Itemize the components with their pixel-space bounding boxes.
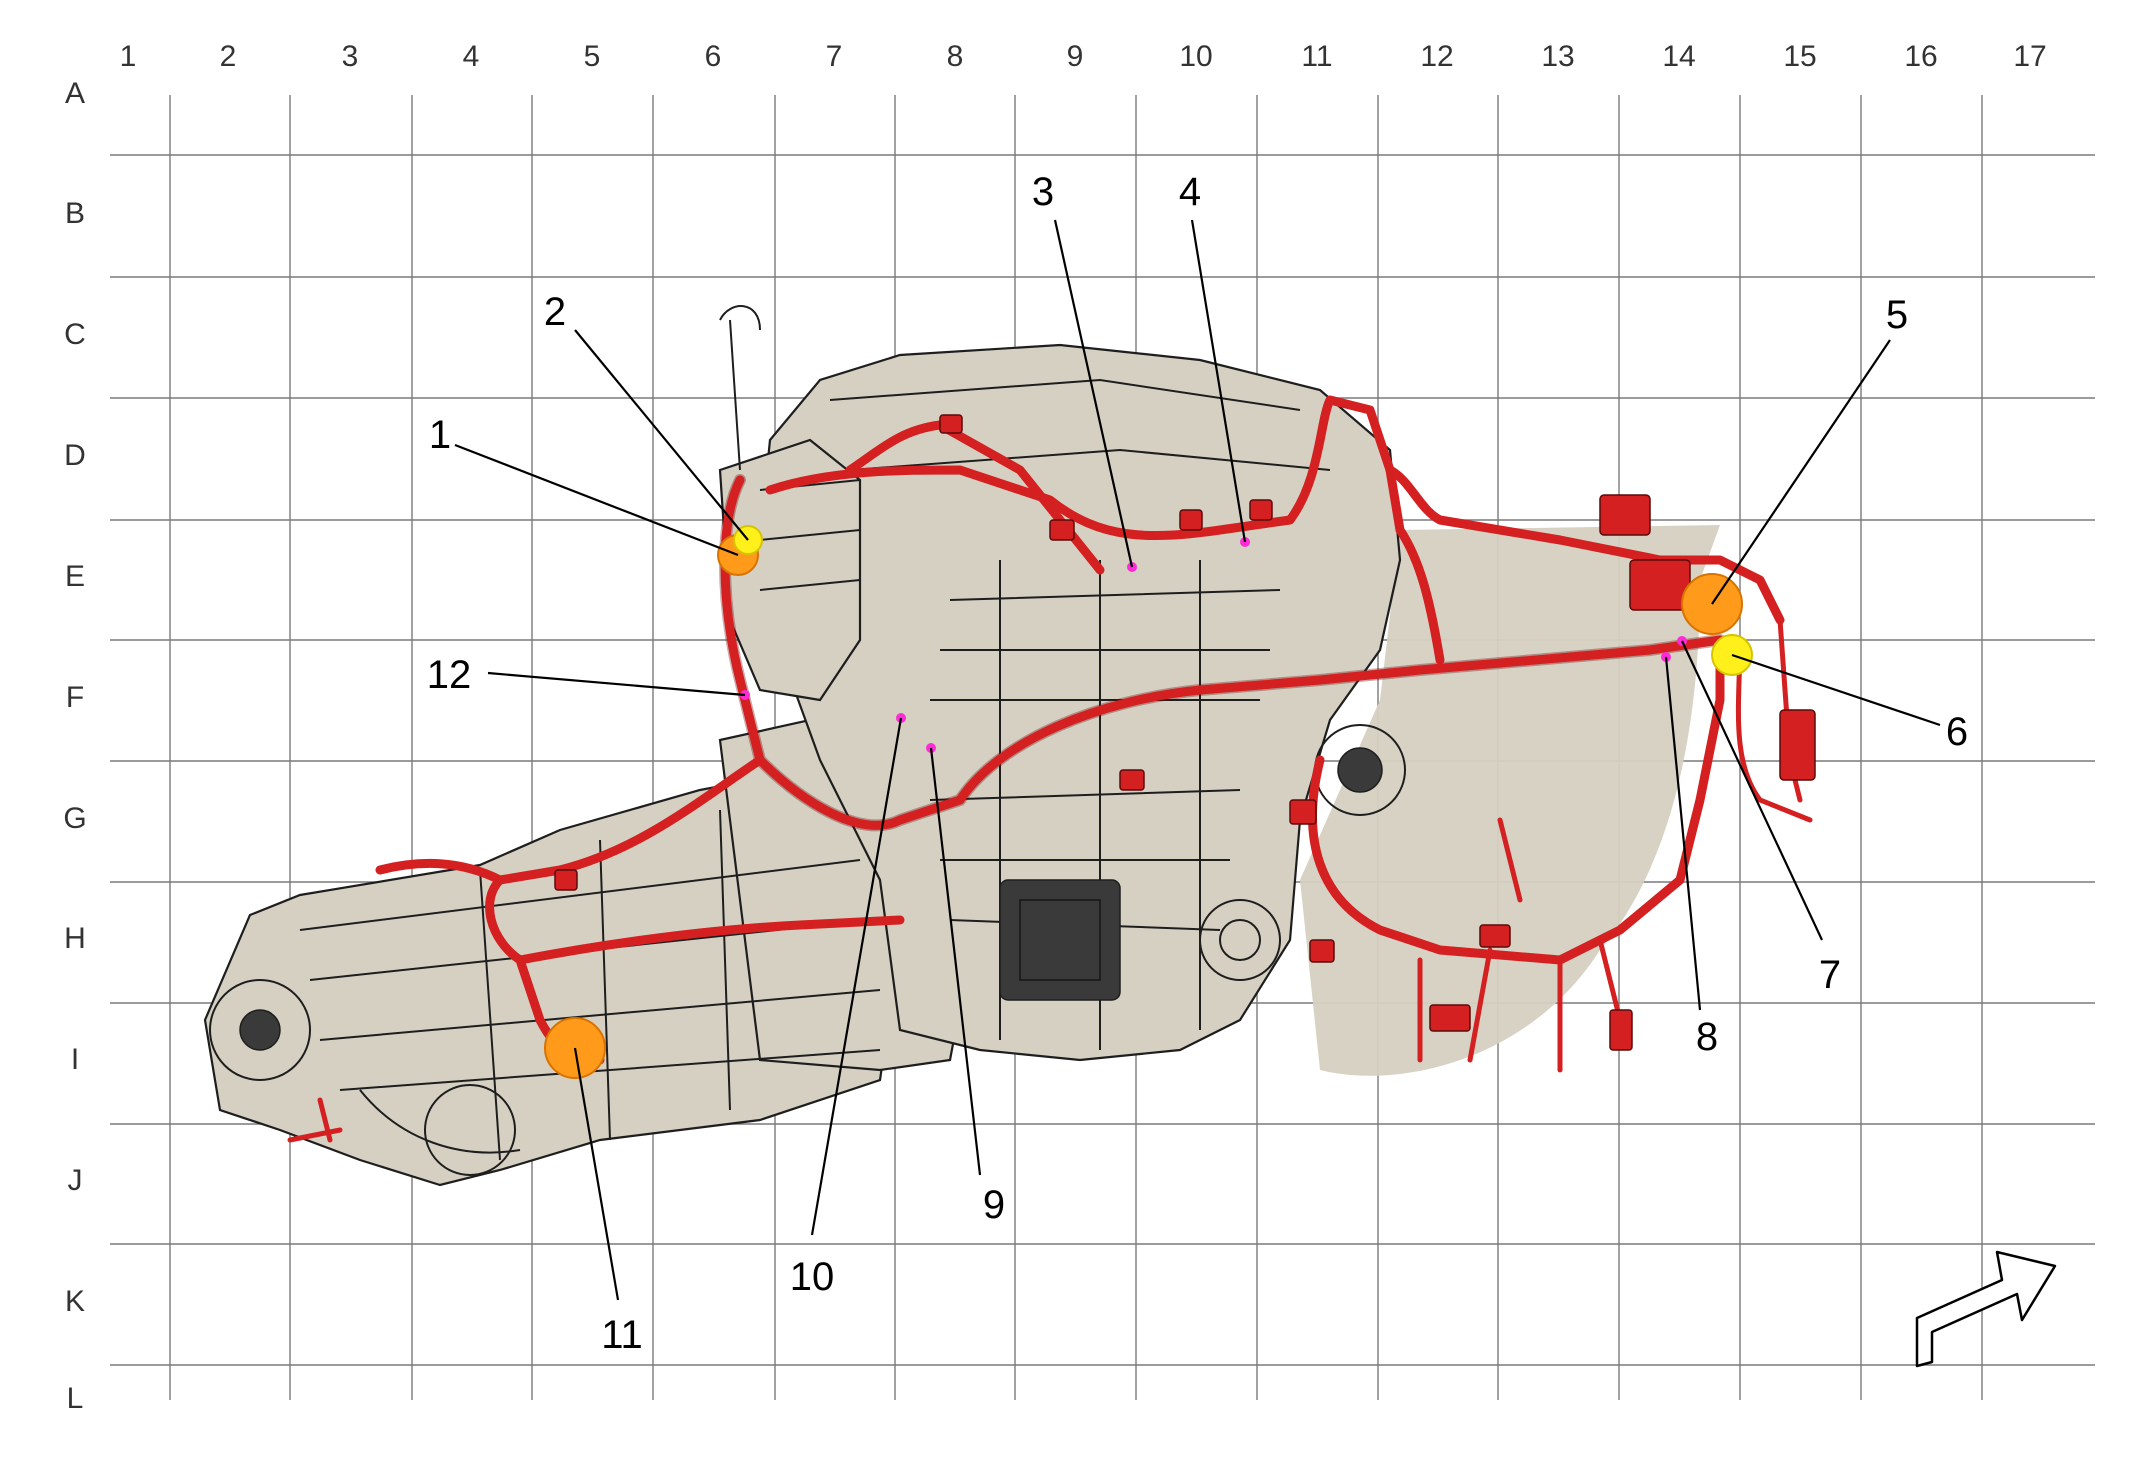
callout-8: 8 bbox=[1696, 1015, 1718, 1059]
grid-row-label: B bbox=[65, 197, 85, 230]
leader-7 bbox=[1681, 640, 1823, 941]
callout-5: 5 bbox=[1886, 293, 1908, 337]
grid-column-label: 16 bbox=[1904, 40, 1937, 73]
leader-8 bbox=[1664, 656, 1702, 1011]
transmission-housing bbox=[203, 758, 892, 1187]
grid-column-label: 14 bbox=[1662, 40, 1695, 73]
callout-11: 11 bbox=[601, 1313, 643, 1357]
callout-6: 6 bbox=[1946, 710, 1968, 754]
callout-7: 7 bbox=[1819, 953, 1841, 997]
tail-harness-branch bbox=[287, 1097, 343, 1143]
upper-engine-harness bbox=[765, 395, 1445, 665]
grid-row-label: F bbox=[66, 681, 84, 714]
callout-1: 1 bbox=[429, 413, 451, 457]
grid-column-label: 12 bbox=[1420, 40, 1453, 73]
grid-column-label: 9 bbox=[1067, 40, 1084, 73]
leader-2 bbox=[574, 329, 749, 541]
grid-row-label: H bbox=[64, 922, 86, 955]
grid-row-label: G bbox=[63, 802, 86, 835]
grid-column-label: 4 bbox=[463, 40, 480, 73]
leader-1 bbox=[454, 443, 739, 557]
leader-9 bbox=[929, 747, 982, 1176]
arrow-forward-icon bbox=[1915, 1250, 2057, 1368]
leader-5 bbox=[1711, 339, 1891, 605]
grid-column-label: 2 bbox=[220, 40, 237, 73]
grid-column-label: 8 bbox=[947, 40, 964, 73]
grid-row-label: A bbox=[65, 77, 85, 110]
intake-manifold bbox=[718, 438, 862, 702]
grid-column-label: 15 bbox=[1783, 40, 1816, 73]
grid-column-label: 3 bbox=[342, 40, 359, 73]
main-harness-trunk bbox=[720, 475, 1725, 830]
grid-column-label: 6 bbox=[705, 40, 722, 73]
lower-harness-branches bbox=[1417, 817, 1623, 1073]
grid-row-label: C bbox=[64, 318, 86, 351]
callout-numbers: 1 2 3 4 5 6 7 8 9 10 11 12 bbox=[427, 170, 1968, 1357]
callout-10: 10 bbox=[790, 1255, 835, 1299]
grid-row-label: L bbox=[67, 1382, 84, 1415]
leader-12 bbox=[487, 671, 746, 697]
leader-10 bbox=[810, 717, 903, 1236]
callout-9: 9 bbox=[983, 1183, 1005, 1227]
callout-leader-lines bbox=[454, 219, 1941, 1301]
grid-row-label: I bbox=[71, 1043, 79, 1076]
grid-row-labels: A B C D E F G H I J K L bbox=[63, 77, 86, 1415]
grid-column-label: 1 bbox=[120, 40, 137, 73]
callout-3: 3 bbox=[1032, 170, 1054, 214]
harness-connectors bbox=[554, 414, 1816, 1051]
grid-row-label: D bbox=[64, 439, 86, 472]
engine-assembly-illustration bbox=[203, 305, 1720, 1187]
grid-row-label: E bbox=[65, 560, 85, 593]
leader-6 bbox=[1731, 653, 1941, 727]
intake-harness-branch bbox=[845, 420, 1105, 575]
grid-column-label: 13 bbox=[1541, 40, 1574, 73]
leader-4 bbox=[1190, 219, 1247, 543]
leader-11 bbox=[573, 1047, 620, 1301]
grid-column-label: 7 bbox=[826, 40, 843, 73]
leader-3 bbox=[1053, 219, 1134, 568]
grid-column-label: 11 bbox=[1301, 40, 1332, 73]
grid-row-label: K bbox=[65, 1285, 85, 1318]
callout-2: 2 bbox=[544, 290, 566, 334]
transmission-lower-harness bbox=[515, 915, 905, 965]
grid-row-label: J bbox=[68, 1164, 83, 1197]
grid-column-label: 10 bbox=[1179, 40, 1212, 73]
grid-column-label: 17 bbox=[2013, 40, 2046, 73]
callout-12: 12 bbox=[427, 653, 472, 697]
engine-detail-linework bbox=[209, 305, 1406, 1176]
callout-4: 4 bbox=[1179, 170, 1201, 214]
grid-column-label: 5 bbox=[584, 40, 601, 73]
